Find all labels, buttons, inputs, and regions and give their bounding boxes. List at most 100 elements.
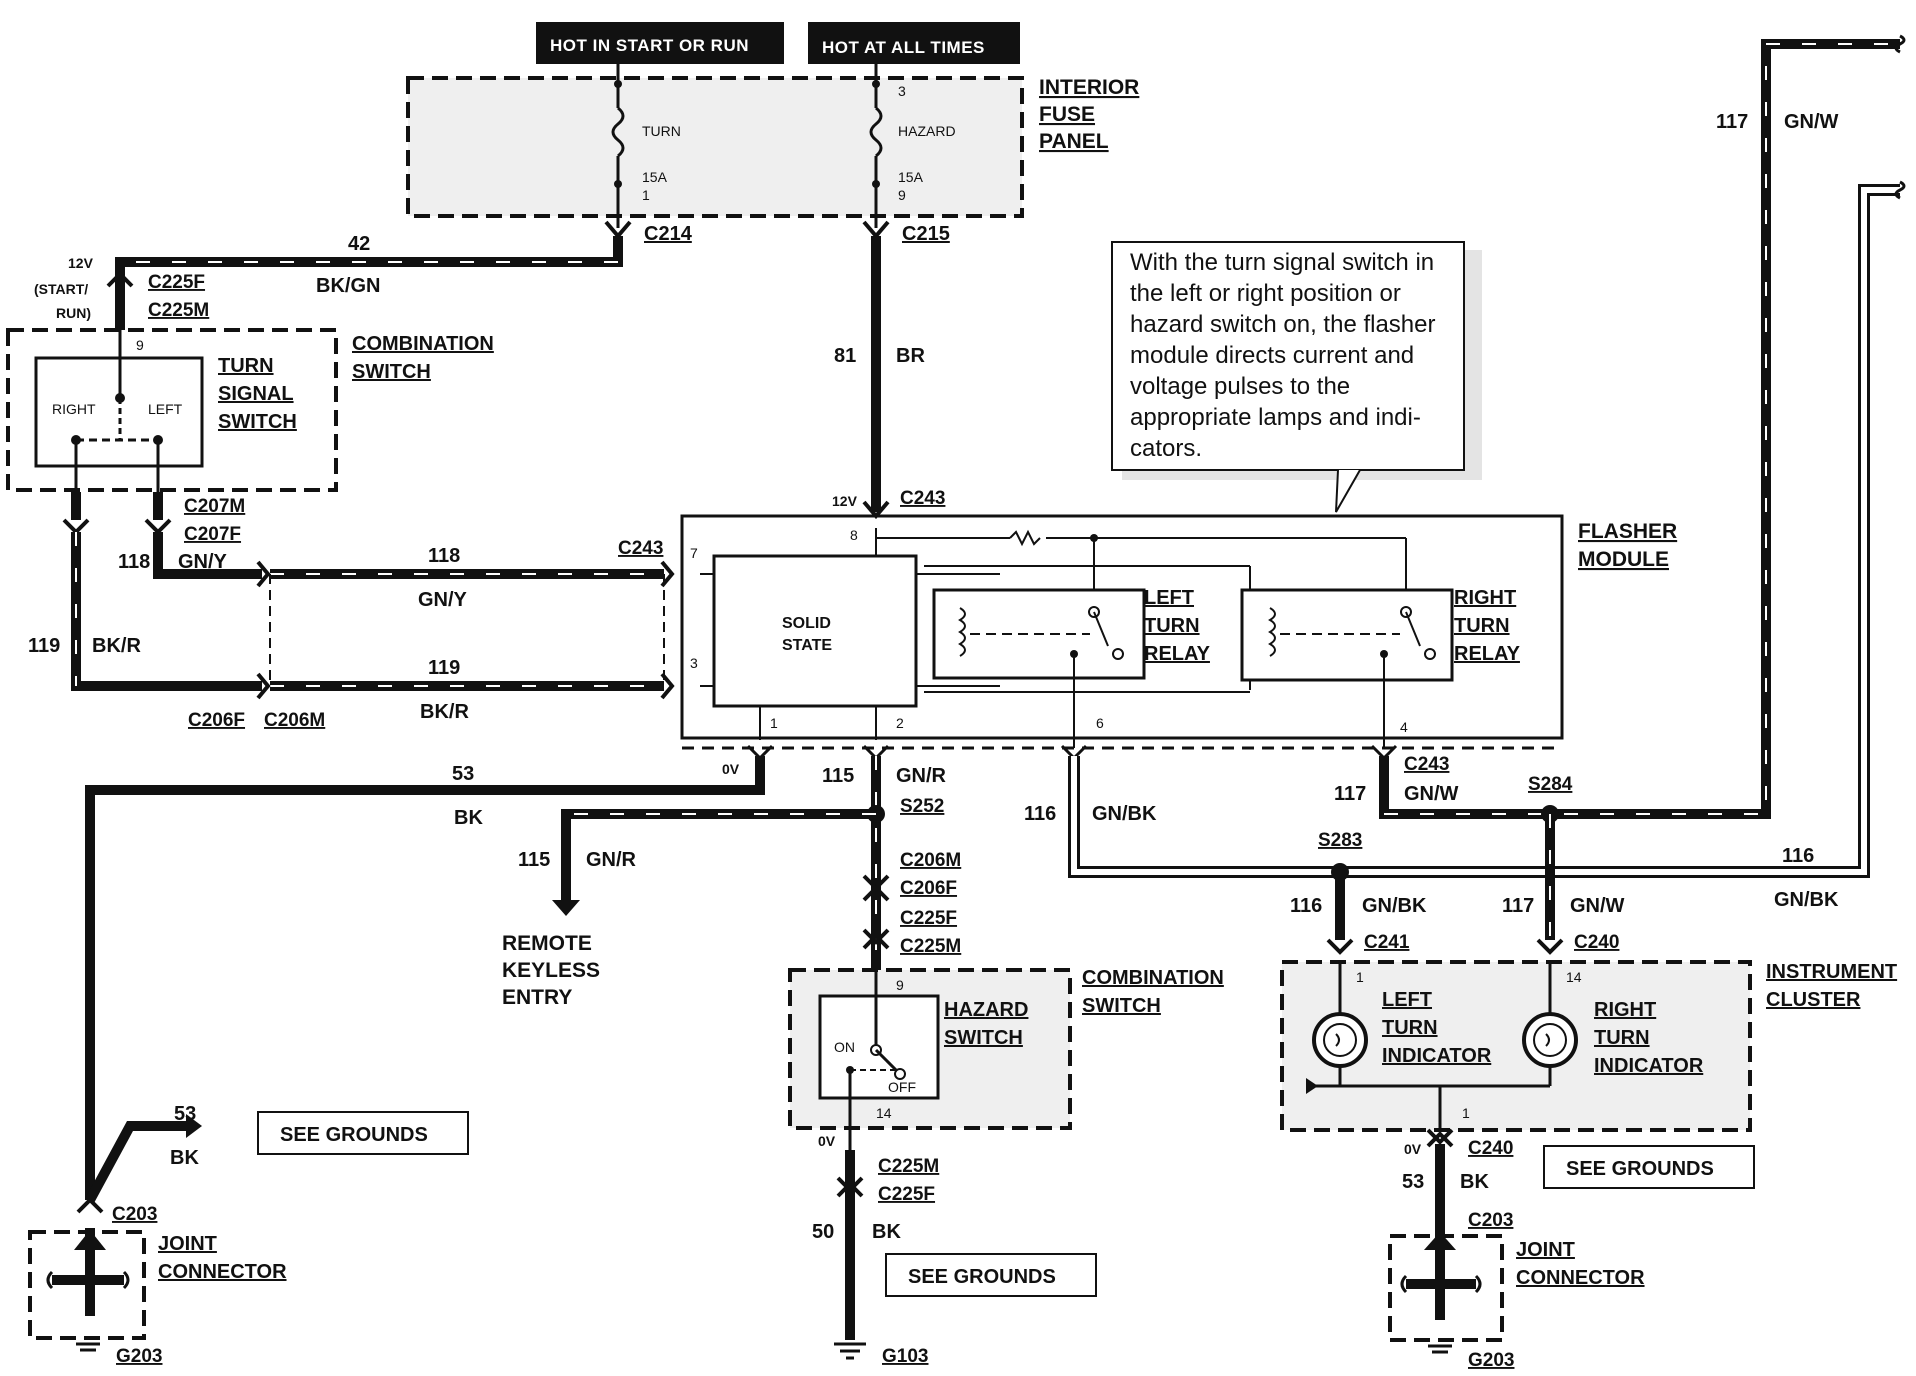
svg-text:COMBINATION: COMBINATION: [1082, 967, 1224, 989]
svg-text:S283: S283: [1318, 830, 1362, 851]
svg-text:C206F: C206F: [900, 878, 957, 899]
svg-text:GN/BK: GN/BK: [1774, 889, 1839, 911]
note-line: With the turn signal switch in: [1130, 249, 1434, 276]
svg-text:12V: 12V: [832, 493, 858, 509]
svg-text:ON: ON: [834, 1039, 855, 1055]
svg-text:15A: 15A: [642, 169, 668, 185]
svg-text:S284: S284: [1528, 774, 1573, 795]
svg-text:RIGHT: RIGHT: [1454, 587, 1516, 609]
svg-text:117: 117: [1502, 895, 1534, 917]
note-line: hazard switch on, the flasher: [1130, 311, 1436, 338]
svg-text:GN/R: GN/R: [896, 765, 947, 787]
svg-text:15A: 15A: [898, 169, 924, 185]
svg-text:JOINT: JOINT: [158, 1233, 217, 1255]
svg-text:HOT AT ALL TIMES: HOT AT ALL TIMES: [822, 38, 985, 57]
wire-117: 117 GN/W 117 GN/W S284 117 GN/W C240: [1334, 39, 1900, 955]
wire-118: 118 GN/Y 118 GN/Y: [118, 532, 664, 611]
svg-text:C243: C243: [1404, 754, 1449, 775]
svg-text:SEE GROUNDS: SEE GROUNDS: [280, 1124, 428, 1146]
wire-53-ground: 53 BK: [85, 756, 765, 1200]
svg-text:12V: 12V: [68, 255, 94, 271]
svg-text:1: 1: [642, 187, 650, 203]
svg-text:8: 8: [850, 527, 858, 543]
svg-text:MODULE: MODULE: [1578, 548, 1669, 571]
svg-text:S252: S252: [900, 796, 944, 817]
svg-text:53: 53: [174, 1103, 196, 1125]
svg-text:9: 9: [896, 977, 904, 993]
svg-text:STATE: STATE: [782, 637, 832, 654]
note-line: voltage pulses to the: [1130, 373, 1350, 400]
svg-text:C240: C240: [1468, 1138, 1513, 1159]
svg-text:GN/R: GN/R: [586, 849, 637, 871]
svg-text:BK/R: BK/R: [92, 635, 141, 657]
wire-119: 119 BK/R 119 BK/R: [28, 532, 665, 723]
svg-text:RIGHT: RIGHT: [52, 401, 96, 417]
svg-text:CONNECTOR: CONNECTOR: [1516, 1267, 1645, 1289]
connector-c243-left: C243: [618, 538, 675, 700]
svg-text:1: 1: [1462, 1105, 1470, 1121]
svg-text:REMOTE: REMOTE: [502, 932, 592, 955]
wire-53-ic-ground: 0V C240 53 BK C203: [1402, 1128, 1513, 1232]
svg-text:1: 1: [1356, 969, 1364, 985]
svg-text:4: 4: [1400, 719, 1408, 735]
svg-text:C225M: C225M: [878, 1156, 939, 1177]
svg-text:KEYLESS: KEYLESS: [502, 959, 600, 982]
svg-text:TURN: TURN: [1454, 615, 1510, 637]
svg-text:1: 1: [770, 715, 778, 731]
turn-fuse: TURN 15A 1: [611, 64, 681, 228]
svg-text:G203: G203: [1468, 1350, 1514, 1371]
instrument-cluster: INSTRUMENT CLUSTER 1 14 1 LEFT TURN INDI…: [1280, 960, 1897, 1132]
hot-start-run-header: HOT IN START OR RUN: [536, 22, 784, 64]
svg-text:2: 2: [896, 715, 904, 731]
wire-42: 42 BK/GN: [115, 233, 623, 300]
svg-text:SWITCH: SWITCH: [218, 411, 297, 433]
connector-c206-c225-hazard: C206M C206F C225F C225M: [862, 850, 961, 957]
svg-text:JOINT: JOINT: [1516, 1239, 1575, 1261]
ground-g103: G103: [834, 1342, 928, 1367]
svg-text:7: 7: [690, 545, 698, 561]
svg-text:CONNECTOR: CONNECTOR: [158, 1261, 287, 1283]
joint-connector-right: JOINT CONNECTOR G203: [1388, 1232, 1645, 1371]
svg-text:TURN: TURN: [1144, 615, 1200, 637]
svg-text:81: 81: [834, 345, 856, 367]
svg-text:BR: BR: [896, 345, 925, 367]
wire-53-see-grounds: 53 BK: [85, 1103, 202, 1203]
hazard-fuse: 3 HAZARD 15A 9: [869, 64, 956, 228]
svg-text:117: 117: [1334, 783, 1366, 805]
svg-text:CLUSTER: CLUSTER: [1766, 989, 1861, 1011]
svg-text:GN/BK: GN/BK: [1362, 895, 1427, 917]
svg-text:GN/BK: GN/BK: [1092, 803, 1157, 825]
svg-text:SWITCH: SWITCH: [944, 1027, 1023, 1049]
svg-text:C207F: C207F: [184, 524, 241, 545]
svg-text:HAZARD: HAZARD: [944, 999, 1028, 1021]
svg-text:116: 116: [1290, 895, 1322, 917]
svg-text:116: 116: [1782, 845, 1814, 867]
svg-text:SIGNAL: SIGNAL: [218, 383, 294, 405]
joint-connector-left: C203 JOINT CONNECTOR G203: [28, 1197, 287, 1367]
svg-text:115: 115: [518, 849, 550, 871]
svg-text:116: 116: [1024, 803, 1056, 825]
see-grounds-right[interactable]: SEE GROUNDS: [1543, 1145, 1755, 1189]
svg-text:0V: 0V: [1404, 1141, 1422, 1157]
svg-text:INDICATOR: INDICATOR: [1594, 1055, 1704, 1077]
svg-text:BK/GN: BK/GN: [316, 275, 380, 297]
wire-continuation-marks: [1894, 34, 1906, 200]
see-grounds-center[interactable]: SEE GROUNDS: [885, 1253, 1097, 1297]
note-line: cators.: [1130, 435, 1202, 462]
wire-50: 0V C225M C225F 50 BK: [812, 1133, 939, 1340]
svg-text:BK: BK: [1460, 1171, 1489, 1193]
svg-text:118: 118: [428, 545, 460, 567]
svg-text:LEFT: LEFT: [148, 401, 183, 417]
svg-text:0V: 0V: [818, 1133, 836, 1149]
svg-text:G203: G203: [116, 1346, 162, 1367]
hazard-combination-switch: 9 14 ON OFF HAZARD SWITCH COMBINATION SW…: [788, 967, 1224, 1150]
svg-text:TURN: TURN: [1594, 1027, 1650, 1049]
svg-text:PANEL: PANEL: [1039, 130, 1109, 153]
connector-c206: C206F C206M: [188, 710, 325, 731]
see-grounds-left[interactable]: SEE GROUNDS: [257, 1111, 469, 1155]
svg-text:RIGHT: RIGHT: [1594, 999, 1656, 1021]
svg-text:9: 9: [136, 337, 144, 353]
svg-text:FLASHER: FLASHER: [1578, 520, 1677, 543]
svg-text:LEFT: LEFT: [1144, 587, 1194, 609]
